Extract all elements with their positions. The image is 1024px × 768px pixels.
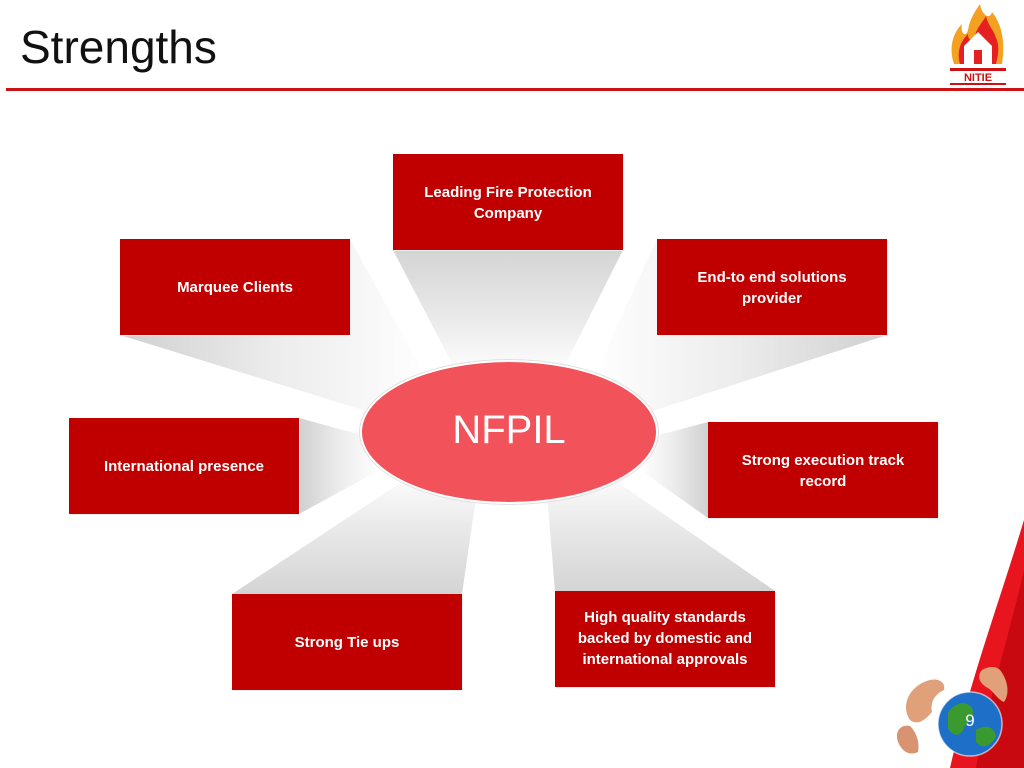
ray-quality [545,470,775,591]
strength-label: Leading Fire Protection Company [424,184,592,222]
strength-tie-ups: Strong Tie ups [232,594,462,690]
center-node: NFPIL [360,360,658,504]
strength-quality-standards: High quality standards backed by domesti… [555,591,775,687]
strength-label: Marquee Clients [177,279,293,296]
strength-marquee-clients: Marquee Clients [120,239,350,335]
strength-end-to-end-solutions: End-to end solutions provider [657,239,887,335]
strength-label: High quality standards backed by domesti… [577,609,753,668]
page-number: 9 [965,711,975,730]
strength-label: Strong execution track record [741,452,905,490]
strength-label: International presence [103,458,265,475]
strength-label: Strong Tie ups [294,634,400,651]
strength-leading-fire-protection: Leading Fire Protection Company [393,154,623,250]
strength-label: End-to end solutions provider [697,269,847,307]
strength-execution-track-record: Strong execution track record [708,422,938,518]
ray-leading [393,250,623,375]
logo-lettering: NITIE [964,72,992,84]
center-label: NFPIL [452,407,566,452]
strength-international-presence: International presence [69,418,299,514]
ray-tie-ups [232,470,480,594]
title-divider [6,88,1024,91]
ray-international [299,418,380,514]
ray-execution [640,422,708,518]
slide-title: Strengths [20,21,217,73]
globe-hands-decoration [896,520,1024,768]
nitie-logo: NITIE [950,4,1006,85]
